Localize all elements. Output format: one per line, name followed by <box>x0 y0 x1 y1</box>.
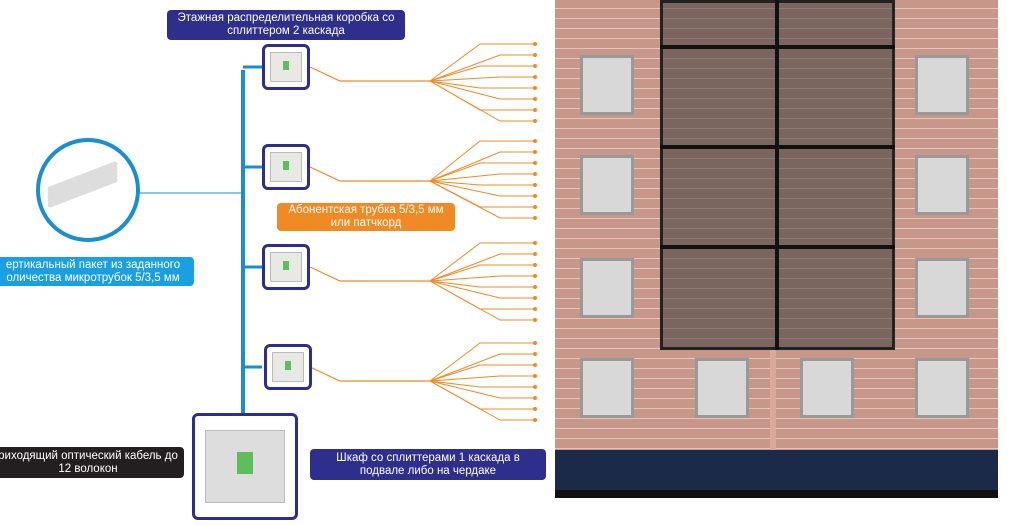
drop-line <box>429 162 535 182</box>
window <box>915 258 969 318</box>
drop-endpoint <box>533 318 537 322</box>
floor-box-4 <box>264 344 312 390</box>
drop-line <box>429 353 535 382</box>
drop-line <box>429 180 535 219</box>
drop-endpoint <box>533 139 537 143</box>
incoming-cable-label: риходящий оптический кабель до 12 волоко… <box>0 447 184 478</box>
floor-box-label: Этажная распределительная коробка со спл… <box>167 10 405 40</box>
drop-endpoint <box>533 352 537 356</box>
drop-endpoint <box>533 108 537 112</box>
microtube <box>47 161 118 192</box>
drop-endpoint <box>533 385 537 389</box>
window <box>800 358 854 418</box>
drop-endpoint <box>533 119 537 123</box>
balcony-divider <box>775 0 779 350</box>
drop-line <box>429 275 535 282</box>
drop-line <box>429 364 535 382</box>
drop-endpoint <box>533 172 537 176</box>
drain-pipe <box>770 350 776 450</box>
microtube <box>47 173 118 204</box>
drop-line <box>429 80 535 89</box>
splitter-cabinet <box>192 413 298 520</box>
window <box>695 358 749 418</box>
drop-line <box>429 380 535 399</box>
drop-line <box>429 151 535 182</box>
drop-line <box>429 80 535 100</box>
drop-line <box>429 242 535 282</box>
drop-endpoint <box>533 418 537 422</box>
drop-endpoint <box>533 274 537 278</box>
drop-endpoint <box>533 307 537 311</box>
drop-endpoint <box>533 64 537 68</box>
drop-endpoint <box>533 341 537 345</box>
vertical-pack-label: ертикальный пакет из заданного оличества… <box>0 257 194 286</box>
patchcord <box>309 66 430 82</box>
cabinet-label: Шкаф со сплиттерами 1 каскада в подвале … <box>310 449 546 480</box>
window <box>915 358 969 418</box>
drop-line <box>429 253 535 282</box>
drop-endpoint <box>533 407 537 411</box>
window <box>580 155 634 215</box>
microtube <box>47 169 118 200</box>
drop-line <box>429 76 535 82</box>
drop-endpoint <box>533 86 537 90</box>
drop-line <box>429 375 535 382</box>
microtube <box>47 165 118 196</box>
drop-endpoint <box>533 216 537 220</box>
window <box>580 258 634 318</box>
drop-line <box>429 43 535 82</box>
drop-line <box>429 380 535 421</box>
drop-endpoint <box>533 363 537 367</box>
drop-endpoint <box>533 396 537 400</box>
drop-line <box>429 140 535 182</box>
drop-line <box>429 65 535 82</box>
drop-endpoint <box>533 161 537 165</box>
drop-endpoint <box>533 75 537 79</box>
foundation <box>555 450 998 490</box>
floor-box-2 <box>262 144 310 190</box>
drop-endpoint <box>533 296 537 300</box>
drop-line <box>429 264 535 282</box>
drop-line <box>429 180 535 186</box>
subscriber-tube-label: Абонентская трубка 5/3,5 мм или патчкорд <box>277 203 455 231</box>
drop-line <box>429 280 535 321</box>
drop-endpoint <box>533 205 537 209</box>
drop-endpoint <box>533 194 537 198</box>
drop-line <box>429 342 535 382</box>
drop-line <box>429 380 535 388</box>
microtube <box>47 177 118 208</box>
drop-line <box>429 80 535 122</box>
drop-endpoint <box>533 150 537 154</box>
drop-endpoint <box>533 374 537 378</box>
window <box>580 358 634 418</box>
drop-line <box>429 180 535 197</box>
floor-box-1 <box>262 44 310 90</box>
drop-endpoint <box>533 53 537 57</box>
floor-box-3 <box>262 244 310 290</box>
window <box>580 55 634 115</box>
drop-line <box>429 280 535 299</box>
ground <box>555 490 998 498</box>
drop-endpoint <box>533 42 537 46</box>
drop-endpoint <box>533 252 537 256</box>
drop-endpoint <box>533 241 537 245</box>
drop-line <box>429 173 535 182</box>
patchcord <box>309 266 430 282</box>
drop-endpoint <box>533 183 537 187</box>
drop-line <box>429 54 535 82</box>
patchcord <box>309 166 430 182</box>
drop-endpoint <box>533 97 537 101</box>
drop-endpoint <box>533 263 537 267</box>
building-illustration <box>555 0 998 498</box>
window <box>915 55 969 115</box>
drop-line <box>429 280 535 288</box>
window <box>915 155 969 215</box>
patchcord <box>309 366 430 382</box>
drop-endpoint <box>533 285 537 289</box>
